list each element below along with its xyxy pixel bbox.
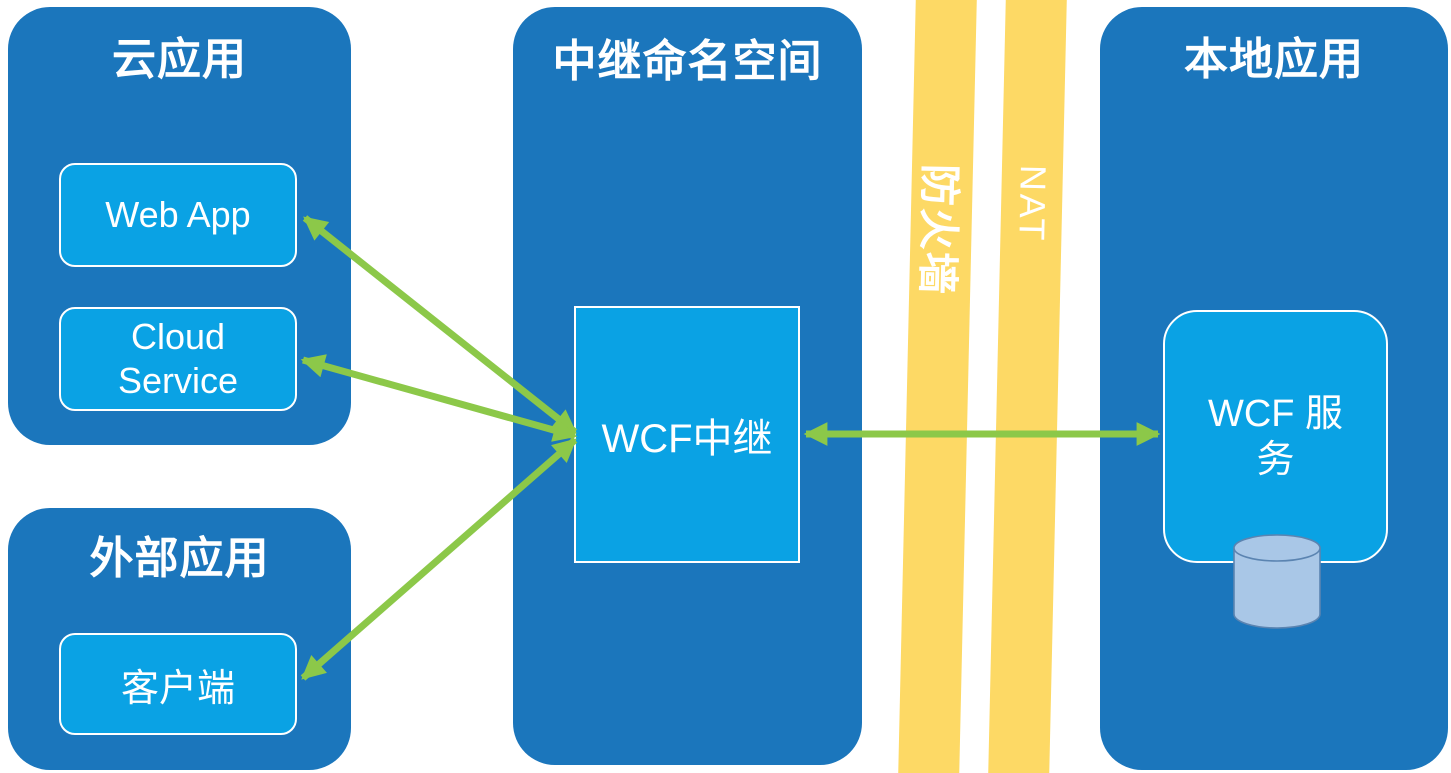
local-apps-container: 本地应用 WCF 服务 xyxy=(1100,7,1448,770)
client-label: 客户端 xyxy=(120,667,235,710)
cloud-service-box: Cloud Service xyxy=(59,307,297,411)
relay-namespace-title: 中继命名空间 xyxy=(552,37,823,86)
web-app-box: Web App xyxy=(59,163,297,267)
nat-bar: NAT xyxy=(987,0,1068,773)
cloud-apps-container: 云应用 Web App Cloud Service xyxy=(8,7,351,445)
wcf-relay-box: WCF中继 xyxy=(574,306,800,563)
wcf-service-box: WCF 服务 xyxy=(1163,310,1388,563)
firewall-bar: 防火墙 xyxy=(897,0,978,773)
cloud-apps-title: 云应用 xyxy=(112,35,247,84)
cloud-service-label: Cloud Service xyxy=(117,316,239,401)
relay-namespace-container: 中继命名空间 WCF中继 xyxy=(513,7,862,765)
external-apps-title: 外部应用 xyxy=(89,534,270,583)
wcf-relay-label: WCF中继 xyxy=(601,416,773,461)
web-app-label: Web App xyxy=(105,194,251,235)
local-apps-title: 本地应用 xyxy=(1184,35,1364,84)
database-cylinder-icon xyxy=(1233,534,1321,629)
wcf-service-label: WCF 服务 xyxy=(1207,392,1344,481)
client-box: 客户端 xyxy=(59,633,297,735)
nat-label: NAT xyxy=(1010,164,1054,244)
external-apps-container: 外部应用 客户端 xyxy=(8,508,351,770)
firewall-label: 防火墙 xyxy=(913,163,964,297)
